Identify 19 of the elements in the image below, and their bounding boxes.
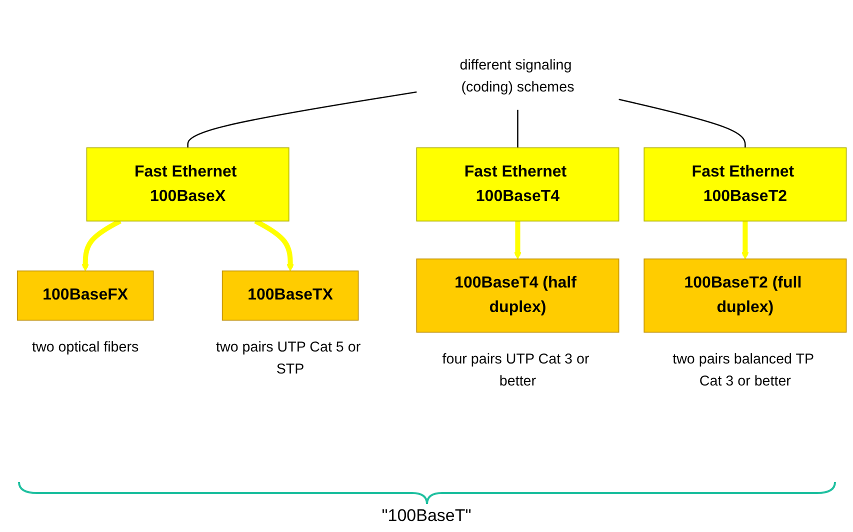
arrow [741,221,749,260]
node-label: two pairs balanced TP Cat 3 or better [672,350,814,388]
flowchart-drawing: different signaling (coding) schemes Fast Ethernet 100BaseX Fast Ethernet 100BaseT4 Fast Ethernet 100BaseT2 100BaseFX 100BaseTX 100BaseT4 (half duplex) 100BaseT2 (full duplex) two optical fibers two pairs UTP Cat 5 or STP four pairs UTP Cat 3 or better two pairs balanced TP Cat 3 or better [0,0,853,480]
node-box [222,270,359,321]
node-box [416,258,620,333]
node-box [86,147,290,222]
connector [187,91,417,148]
node-label: four pairs UTP Cat 3 or better [442,350,590,388]
node-box [416,147,620,222]
node-box [16,270,154,321]
node-label: two optical fibers [32,338,139,355]
connector [618,98,746,148]
arrow [514,221,522,260]
group-label: "100BaseT" [382,506,472,526]
node-box [644,147,847,222]
connector [517,110,518,148]
node-text: different signaling (coding) schemes [460,56,574,94]
node-label: two pairs UTP Cat 5 or STP [216,338,361,376]
node-box [644,258,847,333]
